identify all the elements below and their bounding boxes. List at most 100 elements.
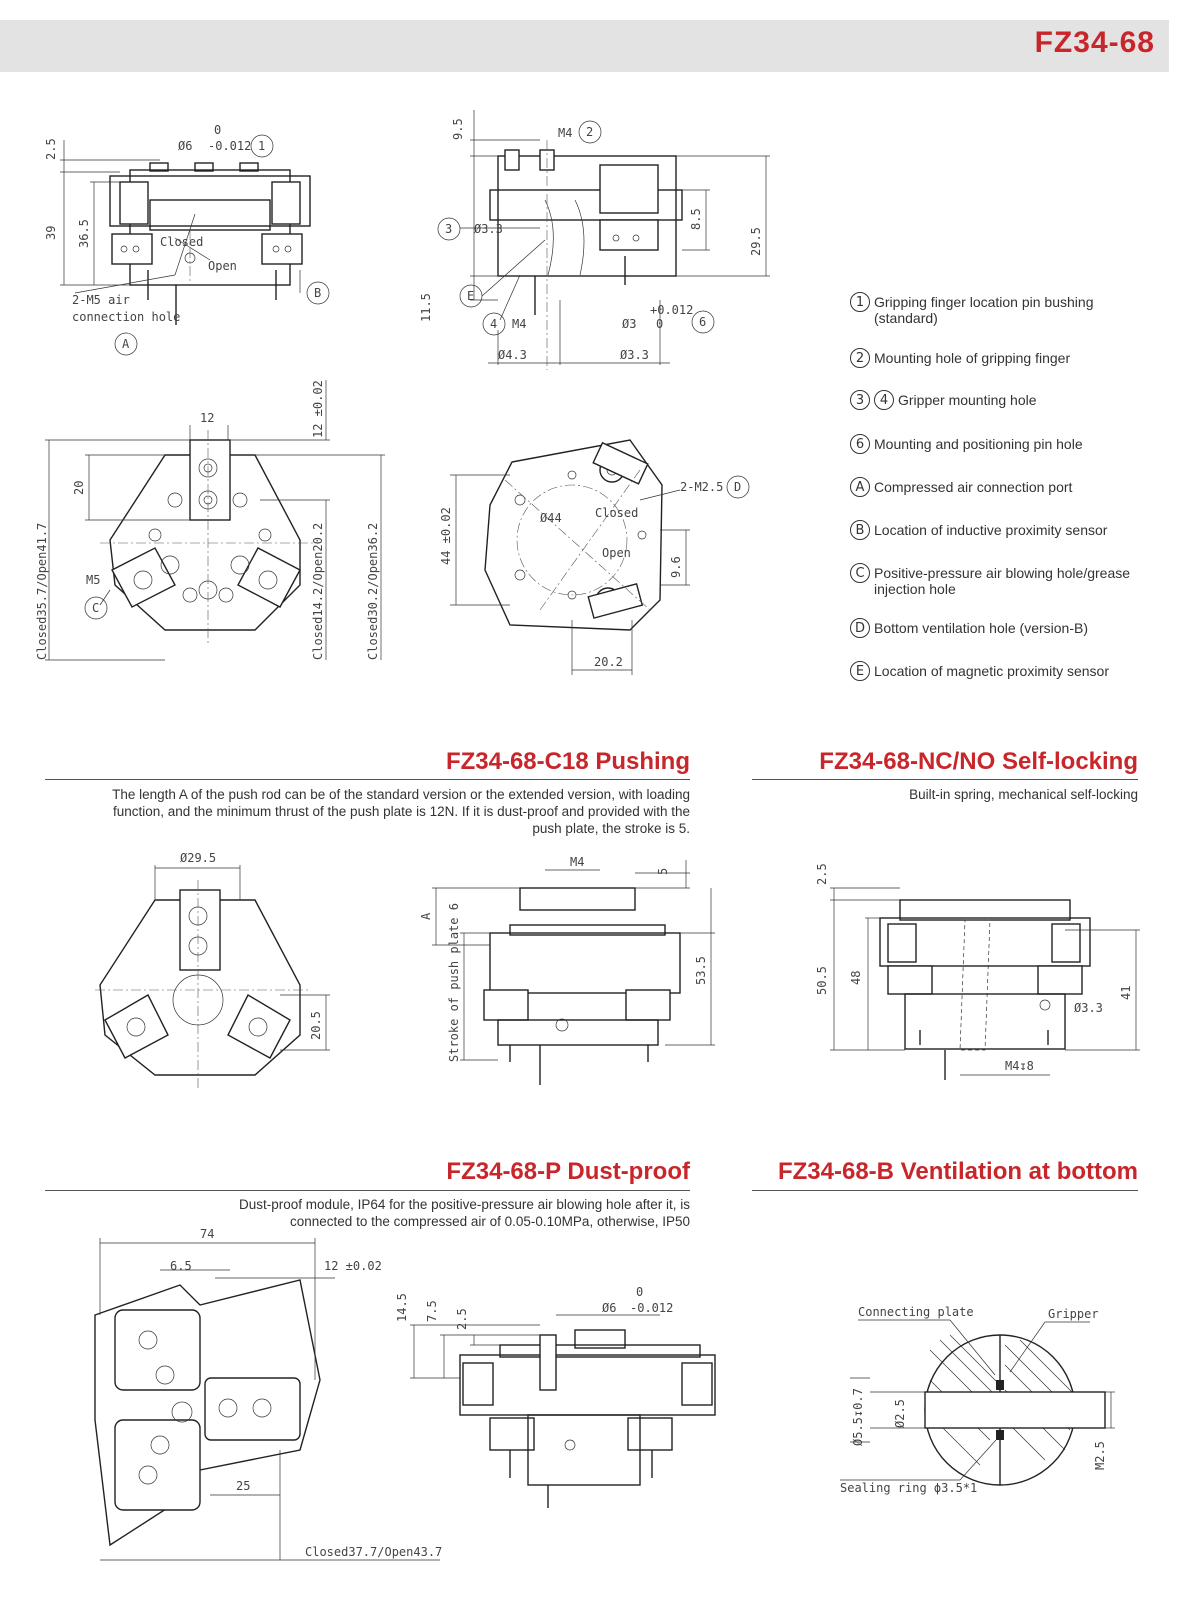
d4-d44: Ø44	[540, 511, 562, 525]
section-divider	[45, 779, 690, 780]
d6-stroke: Stroke of push plate 6	[447, 903, 461, 1062]
d2-d3-3b: Ø3.3	[620, 348, 649, 362]
d4-dim-44: 44 ±0.02	[439, 507, 453, 565]
d2-badge-3: 3	[445, 222, 452, 236]
legend-item-1: 1 Gripping finger location pin bushing (…	[850, 292, 1114, 326]
d2-badge-4: 4	[490, 317, 497, 331]
d4-m2-5: 2-M2.5	[680, 480, 723, 494]
d7-dim-50-5: 50.5	[815, 966, 829, 995]
d5-d29-5: Ø29.5	[180, 851, 216, 865]
legend-badge: C	[850, 563, 870, 583]
d1-dim-39: 39	[44, 226, 58, 240]
legend-text: Positive-pressure air blowing hole/greas…	[874, 565, 1131, 597]
d3-closed35: Closed35.7/Open41.7	[35, 523, 49, 660]
d9-tol-top: 0	[636, 1285, 643, 1299]
legend-item-5: A Compressed air connection port	[850, 477, 1072, 497]
d1-m5-conn: connection hole	[72, 310, 180, 324]
d2-tol3-top: +0.012	[650, 303, 693, 317]
legend-text: Location of inductive proximity sensor	[874, 522, 1108, 538]
legend-item-6: B Location of inductive proximity sensor	[850, 520, 1107, 540]
page-title: FZ34-68	[1034, 26, 1155, 59]
legend-badge: 1	[850, 292, 870, 312]
legend-text: Gripping finger location pin bushing (st…	[874, 294, 1094, 326]
legend-item-3: 3 4 Gripper mounting hole	[850, 390, 1037, 410]
d1-dim-2-5: 2.5	[44, 138, 58, 160]
drawing-dustproof-top: 74 6.5 12 ±0.02 25 Closed37.7/Open43.7	[94, 1227, 442, 1561]
d10-sealing: Sealing ring ϕ3.5*1	[840, 1481, 977, 1495]
drawing-top-view: 12 12 ±0.02 20 M5 C Closed35.7/Open41.7 …	[35, 380, 385, 661]
d6-dim-a: A	[419, 912, 433, 920]
d7-dim-2-5: 2.5	[815, 863, 829, 885]
d8-closed37: Closed37.7/Open43.7	[305, 1545, 442, 1559]
legend-badge: 4	[874, 390, 894, 410]
d2-dim-9-5: 9.5	[451, 118, 465, 140]
d1-badge-a: A	[122, 337, 130, 351]
drawing-bottom-view: 44 ±0.02 Ø44 Closed Open 2-M2.5 D 9.6 20…	[439, 439, 750, 675]
d2-d4-3: Ø4.3	[498, 348, 527, 362]
header-bar: FZ34-68	[0, 20, 1169, 72]
d3-closed30: Closed30.2/Open36.2	[366, 523, 380, 660]
d3-dim-12: 12	[200, 411, 214, 425]
d2-tol3-bot: 0	[656, 317, 663, 331]
d10-d5-5: Ø5.5↧0.7	[851, 1388, 865, 1446]
d8-dim-25: 25	[236, 1479, 250, 1493]
d7-dim-48: 48	[849, 971, 863, 985]
section-desc-selflocking: Built-in spring, mechanical self-locking	[909, 787, 1138, 802]
legend-text: Location of magnetic proximity sensor	[874, 663, 1109, 679]
d7-m4-8: M4↧8	[1005, 1059, 1034, 1073]
d8-dim-74: 74	[200, 1227, 214, 1241]
d3-dim-12-tol: 12 ±0.02	[311, 380, 325, 438]
d2-m4b: M4	[512, 317, 526, 331]
d6-m4: M4	[570, 855, 584, 869]
section-divider	[45, 1190, 690, 1191]
legend-item-2: 2 Mounting hole of gripping finger	[850, 348, 1070, 368]
d1-tol-bot: -0.012	[208, 139, 251, 153]
section-divider	[752, 779, 1138, 780]
drawing-pushing-top: Ø29.5 20.5	[95, 851, 330, 1090]
d7-dim-41: 41	[1119, 986, 1133, 1000]
section-title-ventilation: FZ34-68-B Ventilation at bottom	[777, 1158, 1138, 1185]
d6-dim-53-5: 53.5	[694, 956, 708, 985]
d2-m4: M4	[558, 126, 572, 140]
legend-badge: 6	[850, 434, 870, 454]
legend-badge: 3	[850, 390, 870, 410]
legend-text: Compressed air connection port	[874, 479, 1073, 495]
d2-badge-6: 6	[699, 315, 706, 329]
d1-open: Open	[208, 259, 237, 273]
d4-badge-d: D	[734, 480, 741, 494]
legend-item-9: E Location of magnetic proximity sensor	[850, 661, 1109, 681]
legend-badge: E	[850, 661, 870, 681]
drawing-dustproof-side: 14.5 7.5 2.5 Ø6 0 -0.012	[395, 1285, 716, 1508]
d2-badge-2: 2	[586, 125, 593, 139]
d8-dim-12-tol: 12 ±0.02	[324, 1259, 382, 1273]
d4-dim-9-6: 9.6	[669, 556, 683, 578]
d9-d6: Ø6	[602, 1301, 616, 1315]
d9-dim-7-5: 7.5	[425, 1300, 439, 1322]
d3-dim-20: 20	[72, 481, 86, 495]
d9-dim-14-5: 14.5	[395, 1293, 409, 1322]
d1-dim-d6: Ø6	[178, 139, 192, 153]
legend-text: Gripper mounting hole	[898, 392, 1037, 408]
legend-badge: 2	[850, 348, 870, 368]
d10-d2-5: Ø2.5	[893, 1399, 907, 1428]
legend-badge: D	[850, 618, 870, 638]
d7-d3-3: Ø3.3	[1074, 1001, 1103, 1015]
legend-badge: A	[850, 477, 870, 497]
d6-dim-5: 5	[656, 868, 670, 875]
d4-open: Open	[602, 546, 631, 560]
legend-text: Mounting and positioning pin hole	[874, 436, 1083, 452]
d1-closed: Closed	[160, 235, 203, 249]
d10-gripper: Gripper	[1048, 1307, 1099, 1321]
d1-badge-b: B	[314, 286, 321, 300]
legend-item-7: C Positive-pressure air blowing hole/gre…	[850, 563, 1154, 597]
section-divider	[752, 1190, 1138, 1191]
legend-text: Bottom ventilation hole (version-B)	[874, 620, 1088, 636]
d1-dim-36-5: 36.5	[77, 219, 91, 248]
d9-dim-2-5: 2.5	[455, 1308, 469, 1330]
drawing-ventilation-detail: Connecting plate Gripper Ø5.5↧0.7 Ø2.5 M…	[840, 1305, 1115, 1495]
d9-tol-bot: -0.012	[630, 1301, 673, 1315]
d4-closed: Closed	[595, 506, 638, 520]
legend-item-4: 6 Mounting and positioning pin hole	[850, 434, 1083, 454]
section-title-selflocking: FZ34-68-NC/NO Self-locking	[819, 748, 1138, 775]
drawing-front-view: Ø6 0 -0.012 1 2.5 39 36.5 Closed Open 2-…	[44, 123, 330, 356]
